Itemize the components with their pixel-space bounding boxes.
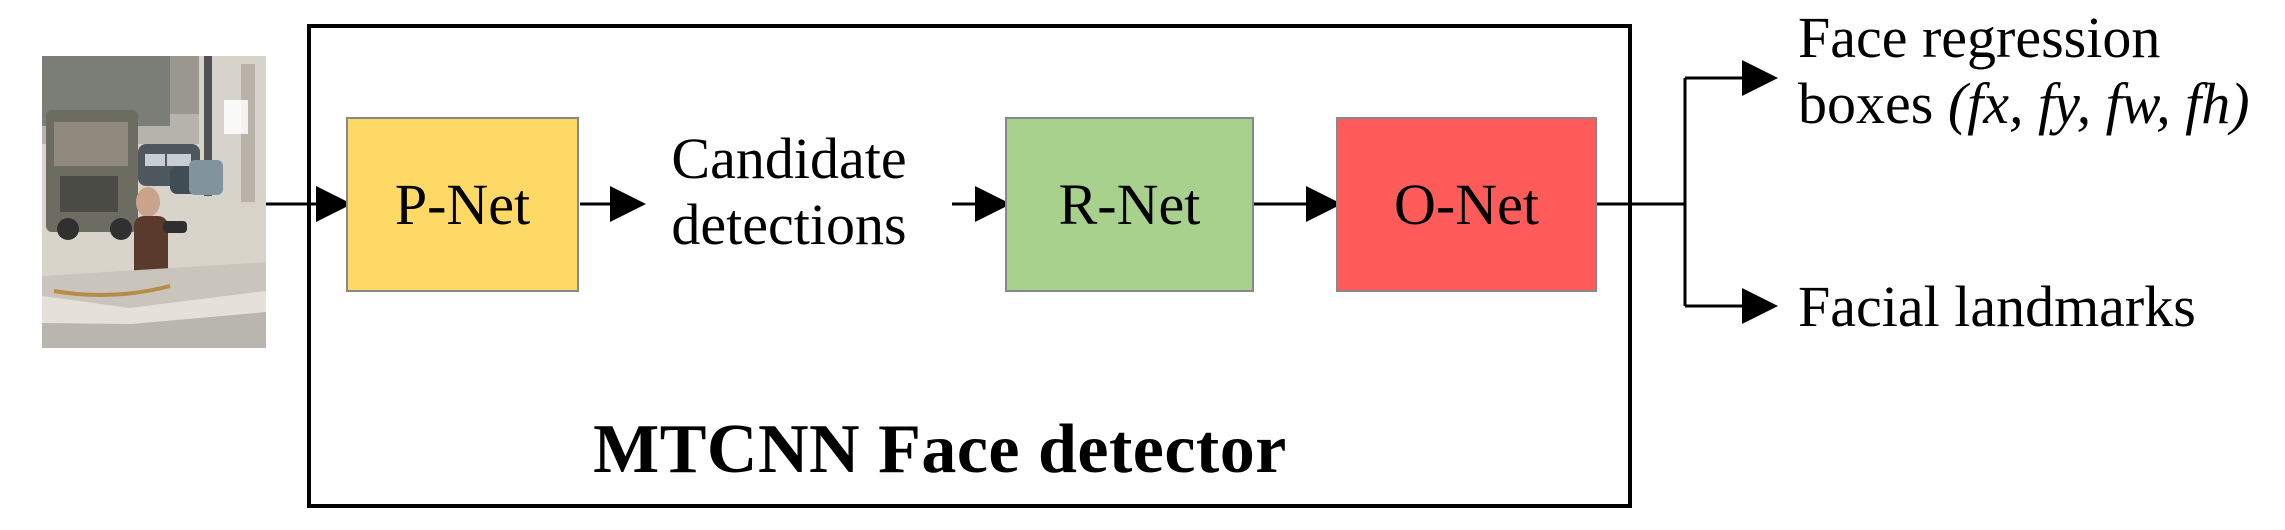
rnet-label: R-Net bbox=[1058, 171, 1201, 237]
street-scene-image bbox=[42, 56, 266, 348]
rnet-box: R-Net bbox=[1005, 117, 1254, 292]
regression-math: (fx, fy, fw, fh) bbox=[1947, 71, 2250, 137]
mtcnn-detector-frame bbox=[307, 24, 1632, 508]
regression-line-2: boxes (fx, fy, fw, fh) bbox=[1798, 71, 2250, 137]
regression-prefix: boxes bbox=[1798, 71, 1934, 137]
onet-label: O-Net bbox=[1394, 171, 1539, 237]
pnet-label: P-Net bbox=[394, 171, 531, 237]
input-image bbox=[42, 56, 266, 348]
regression-line-1: Face regression bbox=[1798, 5, 2161, 70]
candidate-line-2: detections bbox=[671, 192, 907, 258]
candidate-line-1: Candidate bbox=[671, 126, 907, 191]
candidate-detections-label: Candidate detections bbox=[644, 126, 934, 258]
mtcnn-detector-title: MTCNN Face detector bbox=[593, 411, 1287, 488]
face-regression-output-label: Face regression boxes (fx, fy, fw, fh) bbox=[1798, 5, 2250, 137]
facial-landmarks-output-label: Facial landmarks bbox=[1798, 274, 2196, 339]
pnet-box: P-Net bbox=[346, 117, 579, 292]
onet-box: O-Net bbox=[1336, 117, 1597, 292]
